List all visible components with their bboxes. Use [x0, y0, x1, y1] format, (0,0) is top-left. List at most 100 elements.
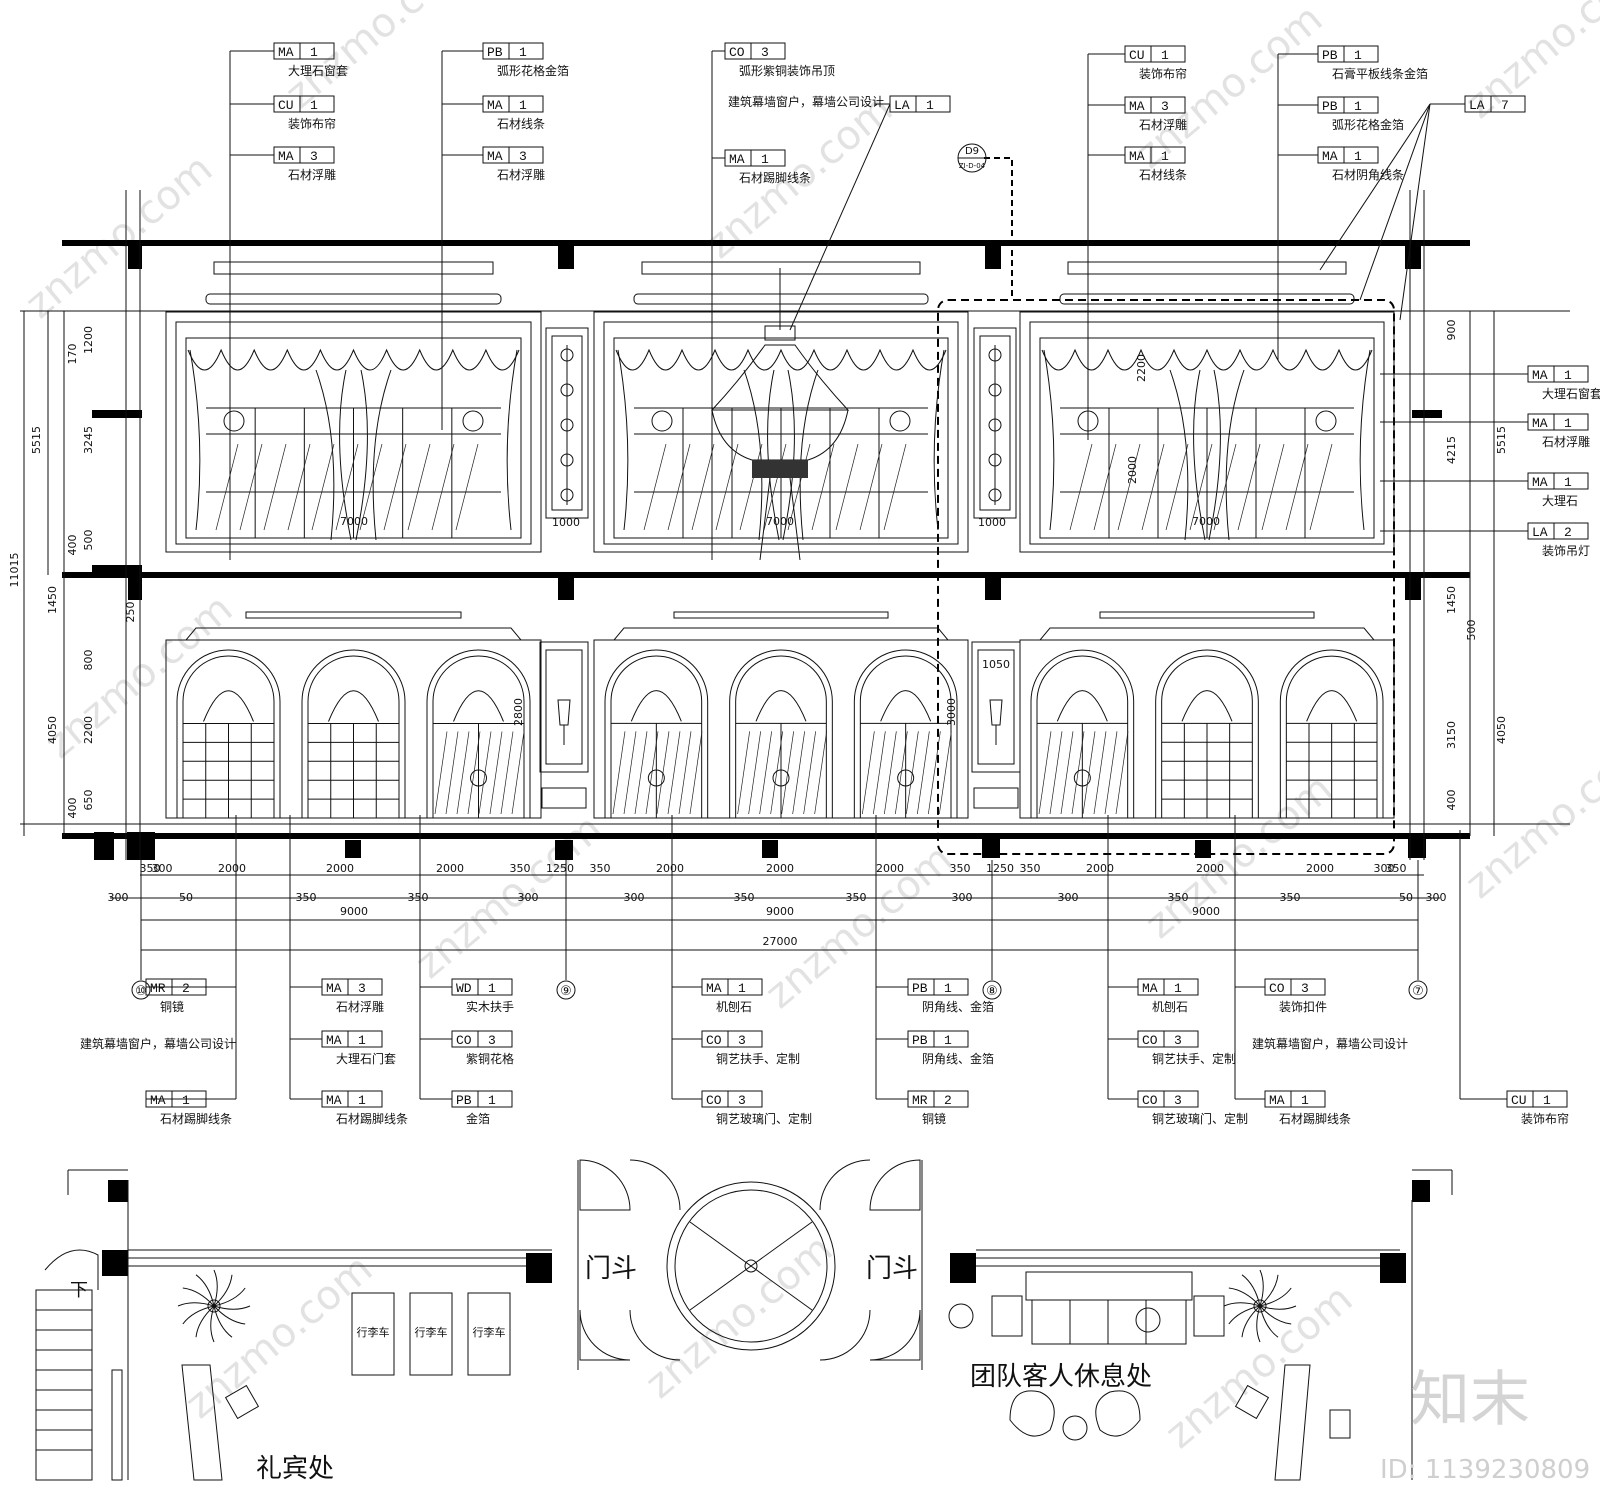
tag-code: CO: [1269, 981, 1285, 996]
tag-number: 1: [310, 45, 318, 60]
note-bottom-left: 建筑幕墙窗户，幕墙公司设计: [80, 1036, 236, 1051]
vestibule-right-label: 门斗: [866, 1254, 918, 1284]
tag-label: 机刨石: [716, 999, 752, 1014]
tag-label: 大理石: [1542, 494, 1578, 508]
tag-number: 1: [738, 981, 746, 996]
note-top: 建筑幕墙窗户，幕墙公司设计: [728, 94, 884, 109]
tag-number: 1: [1161, 48, 1169, 63]
tag-code: MA: [326, 1033, 342, 1048]
tag-code: MA: [150, 1093, 166, 1108]
tag-label: 装饰布帘: [1139, 66, 1187, 81]
tag-code: MA: [1142, 981, 1158, 996]
tag-label: 紫铜花格: [466, 1051, 514, 1066]
tag-label: 大理石窗套: [288, 64, 348, 78]
tag-code: MA: [487, 149, 503, 164]
dim-left: 500: [82, 530, 95, 551]
tag-number: 3: [738, 1033, 746, 1048]
tag-number: 1: [519, 45, 527, 60]
dim-left: 3245: [82, 426, 95, 454]
dim-bottom-2: 300: [952, 891, 973, 904]
dim-total: 27000: [763, 935, 798, 948]
dim-left: 650: [82, 790, 95, 811]
dim-bottom-1: 2000: [766, 862, 794, 875]
dim-bottom-1: 350: [950, 862, 971, 875]
tag-number: 3: [1174, 1093, 1182, 1108]
lounge-label: 团队客人休息处: [970, 1362, 1152, 1392]
tag-label: 阴角线、金箔: [922, 999, 994, 1014]
floor-plan: 下 门斗 门斗 行李车 行李车 行李车: [35, 1159, 1453, 1484]
tag-code: MA: [278, 45, 294, 60]
brand-watermark: 知末: [1410, 1365, 1530, 1435]
tag-code: CO: [706, 1033, 722, 1048]
dim-bottom-2: 300: [108, 891, 129, 904]
watermark-text: znzmo.com: [1127, 0, 1331, 178]
detail-tag-top: D9: [965, 146, 979, 157]
tag-number: 3: [761, 45, 769, 60]
luggage-cart-3: [467, 1292, 511, 1376]
note-bottom-right: 建筑幕墙窗户，幕墙公司设计: [1252, 1036, 1408, 1051]
plant-icon: [1223, 1269, 1297, 1343]
tag-number: 3: [1301, 981, 1309, 996]
tag-number: 1: [1564, 416, 1572, 431]
tag-number: 3: [358, 981, 366, 996]
tag-number: 2: [944, 1093, 952, 1108]
tag-number: 1: [944, 981, 952, 996]
axis-7: ⑦: [1412, 984, 1424, 999]
dim-left-outer: 4050: [46, 716, 59, 744]
revolving-door-icon: [577, 1159, 923, 1370]
dim-bay: 9000: [1192, 905, 1220, 918]
tag-number: 1: [182, 1093, 190, 1108]
dim-bottom-2: 300: [624, 891, 645, 904]
legend-bottom-tag-14: MA 1 机刨石: [1108, 978, 1199, 1014]
upper-bay-3: [1019, 261, 1395, 553]
upper-bay-2: [593, 261, 969, 553]
tag-label: 石材浮雕: [336, 999, 384, 1014]
tag-code: CU: [1129, 48, 1145, 63]
dim-bottom-2: 300: [1426, 891, 1447, 904]
tag-code: CO: [729, 45, 745, 60]
tag-label: 石材线条: [1139, 168, 1187, 182]
tag-label: 大理石窗套: [1542, 387, 1600, 401]
tag-label: 石材浮雕: [497, 167, 545, 182]
tag-label: 石材踢脚线条: [1279, 1111, 1351, 1126]
tag-number: 1: [944, 1033, 952, 1048]
tag-code: MA: [1532, 475, 1548, 490]
tag-label: 铜镜: [160, 999, 184, 1014]
dim-bottom-2: 350: [1168, 891, 1189, 904]
cart-label-2: 行李车: [415, 1325, 448, 1339]
tag-number: 2: [1564, 525, 1572, 540]
dim-bottom-2: 50: [179, 891, 193, 904]
watermark-text: znzmo.com: [17, 146, 221, 328]
tag-label: 石材浮雕: [1542, 434, 1590, 449]
tag-code: MA: [278, 149, 294, 164]
tag-number: 1: [1174, 981, 1182, 996]
dim-left: 250: [124, 602, 137, 623]
tag-number: 1: [1564, 368, 1572, 383]
dim-bottom-2: 350: [846, 891, 867, 904]
tag-number: 1: [310, 98, 318, 113]
detail-tag-bottom: ZI-D-04: [959, 162, 986, 170]
elevation-structure: [20, 157, 1570, 860]
dim-bottom-1: 2000: [218, 862, 246, 875]
tag-label: 装饰吊灯: [1542, 544, 1590, 558]
tag-code: MA: [1129, 99, 1145, 114]
tag-label: 机刨石: [1152, 999, 1188, 1014]
tag-label: 阴角线、金箔: [922, 1051, 994, 1066]
axis-8: ⑧: [986, 984, 998, 999]
dim-bottom-2: 350: [734, 891, 755, 904]
dim-left: 170: [66, 344, 79, 365]
dim-bay: 9000: [766, 905, 794, 918]
